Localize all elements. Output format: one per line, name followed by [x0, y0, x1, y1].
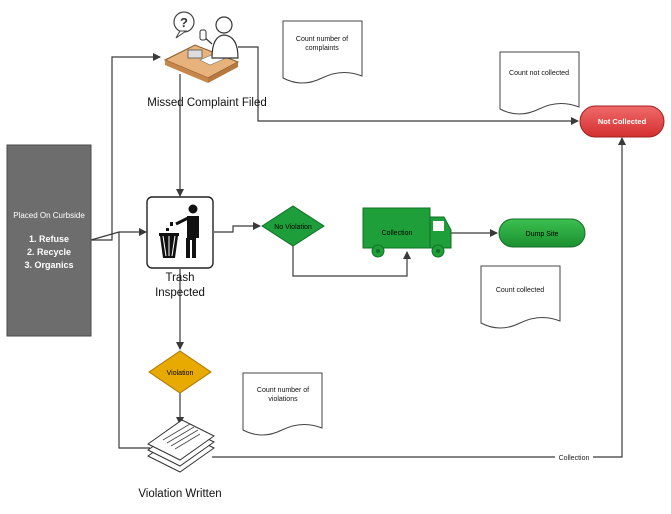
terminal-dump-site: Dump Site: [498, 218, 586, 248]
note-count-violations: Count number of violations: [242, 372, 323, 436]
note-count-not-collected: Count not collected: [499, 51, 580, 115]
truck-icon: Collection: [362, 207, 452, 258]
person-at-desk-icon: ?: [163, 11, 240, 83]
step-trash-inspected-line2: Inspected: [155, 287, 205, 299]
note-count-not-collected-line1: Count not collected: [509, 70, 569, 77]
terminal-dump-site-label: Dump Site: [526, 231, 559, 238]
connector-inspect-to-no-violation: [214, 222, 261, 233]
curbside-item-recycle: 2. Recycle: [27, 247, 71, 257]
curbside-title: Placed On Curbside: [13, 211, 85, 220]
connector-no-violation-to-truck: [292, 246, 411, 277]
document-stack-icon: [147, 419, 215, 473]
curbside-item-organics: 3. Organics: [24, 260, 73, 270]
truck-label: Collection: [382, 230, 413, 237]
curbside-item-refuse: 1. Refuse: [29, 234, 69, 244]
note-count-collected-line1: Count collected: [496, 287, 544, 294]
step-trash-inspected-line1: Trash: [166, 272, 195, 284]
decision-no-violation-label: No Violation: [274, 224, 312, 231]
decision-violation-label: Violation: [167, 370, 194, 377]
connectors: [90, 46, 626, 458]
connector-written-to-not-collected: [212, 137, 626, 458]
note-count-collected: Count collected: [480, 265, 561, 329]
note-count-complaints: Count number of complaints: [282, 20, 363, 84]
trash-bin-icon: [146, 196, 214, 269]
note-count-violations-line2: violations: [268, 396, 298, 403]
connector-curbside-to-complaint: [91, 53, 161, 241]
step-missed-complaint-filed: Missed Complaint Filed: [147, 97, 267, 109]
terminal-not-collected: Not Collected: [579, 105, 665, 138]
connector-label-collection: Collection: [559, 455, 590, 462]
note-count-complaints-line2: complaints: [305, 45, 339, 52]
connector-label-bg: [555, 451, 593, 463]
connector-complaint-to-not-collected: [238, 46, 579, 125]
connector-written-to-curbside-loop: [118, 232, 150, 449]
curbside-source-box: Placed On Curbside 1. Refuse 2. Recycle …: [6, 144, 92, 337]
step-violation-written: Violation Written: [138, 488, 221, 500]
terminal-not-collected-label: Not Collected: [598, 117, 647, 126]
note-count-complaints-line1: Count number of: [296, 36, 348, 43]
decision-violation: Violation: [148, 350, 212, 394]
decision-no-violation: No Violation: [261, 205, 325, 247]
note-count-violations-line1: Count number of: [257, 387, 309, 394]
svg-text:?: ?: [180, 15, 188, 30]
